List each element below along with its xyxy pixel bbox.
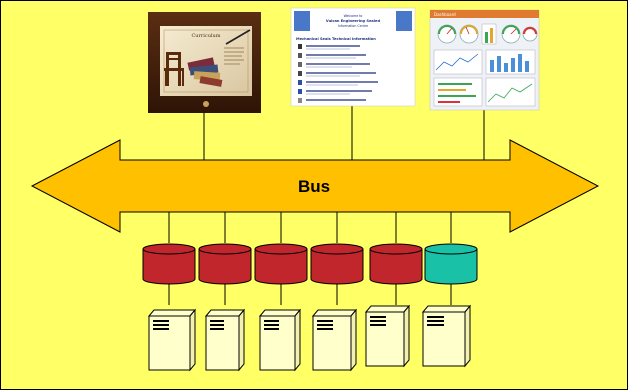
bus-arrow — [30, 139, 600, 233]
web-content-caption: Curriculum — [191, 33, 220, 39]
technical-heading: Mechanical Seals Technical Information — [296, 37, 376, 41]
technical-title-line-2: Vulcan Engineering Sealed — [326, 19, 381, 23]
chair-illustration — [164, 52, 184, 86]
bus-label: Bus — [298, 177, 330, 196]
server-6 — [421, 304, 472, 368]
pen-icon — [225, 29, 251, 45]
fabric-swatches — [187, 57, 223, 87]
database-1 — [142, 243, 196, 285]
vulcan-logo-left — [294, 11, 310, 31]
technical-title-line-1: Welcome to — [344, 14, 363, 18]
database-5 — [369, 243, 423, 285]
dashboard-panels — [433, 49, 536, 107]
technical-info-screenshot: Welcome to Vulcan Engineering Sealed Inf… — [290, 7, 416, 107]
database-2 — [198, 243, 252, 285]
database-3 — [254, 243, 308, 285]
server-5 — [364, 304, 411, 368]
server-2 — [204, 308, 246, 372]
server-3 — [258, 308, 302, 372]
dashboard-gauges — [437, 23, 538, 45]
database-4 — [310, 243, 364, 285]
technical-title-line-3: Information Centre — [338, 24, 368, 28]
dashboard-screenshot: Dashboard — [429, 9, 540, 111]
web-content-text-lines — [224, 47, 244, 65]
dashboard-header: Dashboard — [434, 12, 456, 17]
screenshot-connectors — [203, 106, 485, 160]
web-content-screenshot: Curriculum — [148, 12, 261, 113]
ornament-icon — [203, 101, 209, 107]
database-6 — [424, 243, 478, 285]
database-connectors — [168, 212, 452, 305]
server-1 — [147, 308, 197, 372]
server-4 — [311, 308, 358, 372]
technical-list — [298, 44, 378, 103]
vulcan-logo-right — [396, 11, 412, 31]
